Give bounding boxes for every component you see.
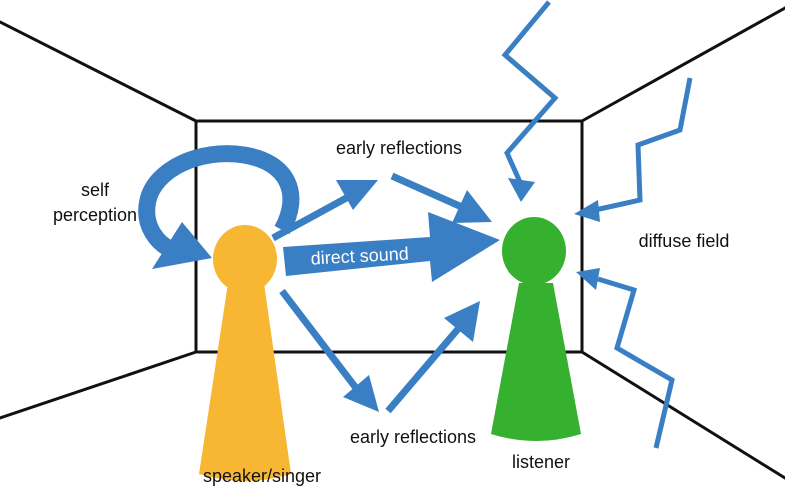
speaker-body <box>199 283 291 481</box>
diffuse-zigzag-bottom <box>597 276 675 449</box>
early-reflection-bottom-in-arrowhead <box>444 301 480 342</box>
early-reflections-bottom-label: early reflections <box>350 427 476 447</box>
diffuse-field-arrows <box>501 0 693 449</box>
diffuse-zigzag-bottom-arrowhead <box>576 268 600 290</box>
self-perception-label-line1: self <box>81 180 110 200</box>
floor-left-edge <box>0 350 198 420</box>
diffuse-zigzag-top <box>501 0 559 184</box>
direct-sound-arrow <box>283 212 500 282</box>
listener-label: listener <box>512 452 570 472</box>
listener-head <box>502 217 566 285</box>
early-reflections-top-label: early reflections <box>336 138 462 158</box>
early-reflection-bottom-out-arrowhead <box>343 375 379 412</box>
direct-sound-arrow-shape <box>283 212 500 282</box>
speaker-head <box>213 225 277 293</box>
floor-right-edge <box>580 350 785 480</box>
diagram-labels: self perception early reflections early … <box>53 138 729 486</box>
early-reflection-top-out-arrowhead <box>336 180 378 210</box>
listener-body <box>491 283 581 441</box>
diffuse-zigzag-middle-arrowhead <box>574 200 600 222</box>
diffuse-zigzag-middle <box>594 77 693 213</box>
diffuse-zigzag-top-arrowhead <box>508 178 535 202</box>
self-perception-arrowhead <box>152 222 212 269</box>
early-reflection-top-in-arrowhead <box>452 190 492 223</box>
early-reflection-bottom-in-line <box>385 326 461 414</box>
early-reflection-top-path <box>271 172 492 242</box>
ceiling-left-edge <box>0 20 198 123</box>
early-reflection-bottom-path <box>279 288 480 414</box>
listener-figure <box>491 217 581 441</box>
speaker-figure <box>199 225 291 481</box>
self-perception-arrow <box>138 145 300 269</box>
early-reflection-top-out-line <box>271 192 352 242</box>
self-perception-label-line2: perception <box>53 205 137 225</box>
ceiling-right-edge <box>580 6 785 123</box>
direct-sound-label: direct sound <box>310 243 409 268</box>
self-perception-loop <box>138 145 300 258</box>
diffuse-field-label: diffuse field <box>639 231 730 251</box>
early-reflection-top-in-line <box>390 172 466 212</box>
early-reflection-bottom-out-line <box>279 288 359 391</box>
speaker-label: speaker/singer <box>203 466 321 486</box>
